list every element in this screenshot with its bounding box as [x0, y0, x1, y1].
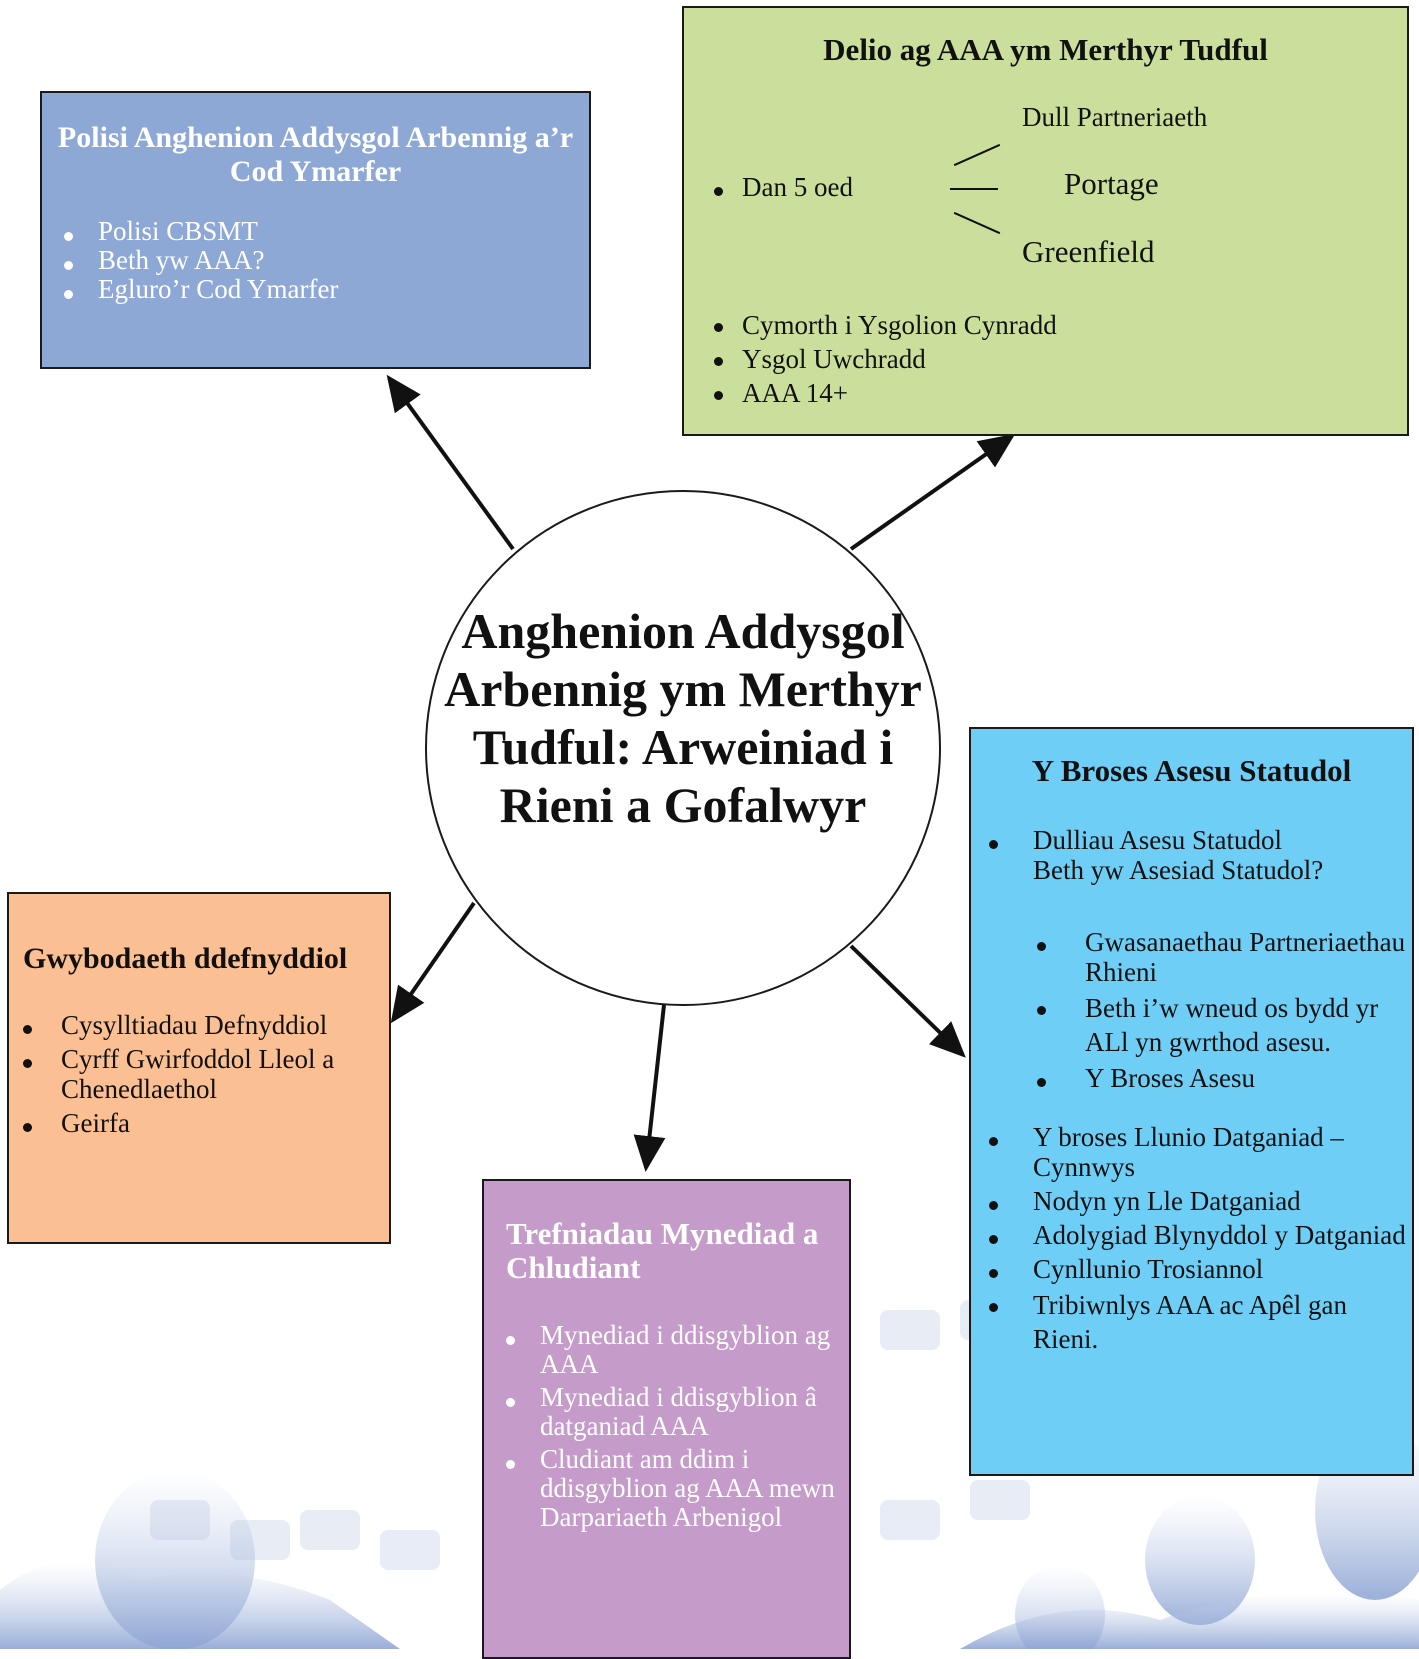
merthyr-list: Cymorth i Ysgolion Cynradd Ysgol Uwchrad…: [714, 308, 1057, 410]
list-item: Cymorth i Ysgolion Cynradd: [714, 308, 1057, 342]
gwybodaeth-list: Cysylltiadau Defnyddiol Cyrff Gwirfoddol…: [23, 1010, 389, 1138]
list-item: Gwasanaethau Partneriaethau Rhieni: [1037, 927, 1412, 987]
list-item-text: Beth yw Asesiad Statudol?: [1033, 855, 1324, 885]
list-item: Y broses Llunio Datganiad – Cynnwys: [989, 1122, 1412, 1182]
center-title: Anghenion Addysgol Arbennig ym Merthyr T…: [444, 603, 922, 833]
branch-line-bottom: [953, 211, 1001, 235]
list-item: Tribiwnlys AAA ac Apêl gan Rieni.: [989, 1288, 1412, 1356]
list-item: Beth i’w wneud os bydd yr ALl yn gwrthod…: [1037, 991, 1412, 1059]
arrow-to-merthyr: [849, 433, 1016, 551]
gwybodaeth-box: Gwybodaeth ddefnyddiol Cysylltiadau Defn…: [7, 892, 391, 1244]
list-item: Ysgol Uwchradd: [714, 342, 1057, 376]
asesu-list-3: Y broses Llunio Datganiad – Cynnwys Nody…: [989, 1122, 1412, 1360]
trefniadau-box: Trefniadau Mynediad a Chludiant Mynediad…: [482, 1179, 851, 1659]
policy-title: Polisi Anghenion Addysgol Arbennig a’r C…: [57, 121, 574, 188]
list-item: Adolygiad Blynyddol y Datganiad: [989, 1220, 1412, 1250]
branch-greenfield: Greenfield: [1022, 234, 1155, 269]
list-item: Cysylltiadau Defnyddiol: [23, 1010, 389, 1040]
arrow-to-policy: [386, 374, 515, 551]
branch-line-middle: [950, 188, 998, 190]
trefniadau-list: Mynediad i ddisgyblion ag AAA Mynediad i…: [506, 1321, 849, 1532]
list-item: Egluro’r Cod Ymarfer: [64, 275, 589, 304]
list-item: Y Broses Asesu: [1037, 1063, 1412, 1093]
under5-list: Dan 5 oed: [714, 172, 853, 203]
trefniadau-title: Trefniadau Mynediad a Chludiant: [506, 1216, 819, 1285]
list-item: AAA 14+: [714, 376, 1057, 410]
list-item-text: Dulliau Asesu Statudol: [1033, 825, 1282, 855]
under5-item: Dan 5 oed: [714, 172, 853, 203]
asesu-list-2: Gwasanaethau Partneriaethau Rhieni Beth …: [1037, 927, 1412, 1097]
gwybodaeth-title: Gwybodaeth ddefnyddiol: [23, 942, 348, 975]
center-circle: Anghenion Addysgol Arbennig ym Merthyr T…: [425, 490, 941, 1006]
branch-line-top: [953, 143, 1001, 167]
policy-box: Polisi Anghenion Addysgol Arbennig a’r C…: [40, 91, 591, 369]
list-item: Mynediad i ddisgyblion ag AAA: [506, 1321, 849, 1379]
list-item: Mynediad i ddisgyblion â datganiad AAA: [506, 1383, 849, 1441]
merthyr-title: Delio ag AAA ym Merthyr Tudful: [823, 32, 1268, 67]
policy-list: Polisi CBSMT Beth yw AAA? Egluro’r Cod Y…: [64, 217, 589, 304]
list-item: Cyrff Gwirfoddol Lleol a Chenedlaethol: [23, 1044, 389, 1104]
asesu-title: Y Broses Asesu Statudol: [1031, 753, 1352, 788]
list-item: Nodyn yn Lle Datganiad: [989, 1186, 1412, 1216]
branch-portage: Portage: [1064, 166, 1159, 201]
branch-dull-partneriaeth: Dull Partneriaeth: [1022, 102, 1208, 132]
list-item: Cludiant am ddim i ddisgyblion ag AAA me…: [506, 1445, 849, 1532]
list-item: Cynllunio Trosiannol: [989, 1254, 1412, 1284]
list-item: Polisi CBSMT: [64, 217, 589, 246]
list-item: Beth yw AAA?: [64, 246, 589, 275]
arrow-to-gwybodaeth: [390, 901, 476, 1024]
list-item: Geirfa: [23, 1108, 389, 1138]
asesu-box: Y Broses Asesu Statudol Dulliau Asesu St…: [969, 727, 1414, 1476]
arrow-to-asesu: [849, 944, 966, 1058]
arrow-to-trefniadau: [633, 1004, 666, 1172]
merthyr-box: Delio ag AAA ym Merthyr Tudful Dan 5 oed…: [682, 6, 1409, 436]
